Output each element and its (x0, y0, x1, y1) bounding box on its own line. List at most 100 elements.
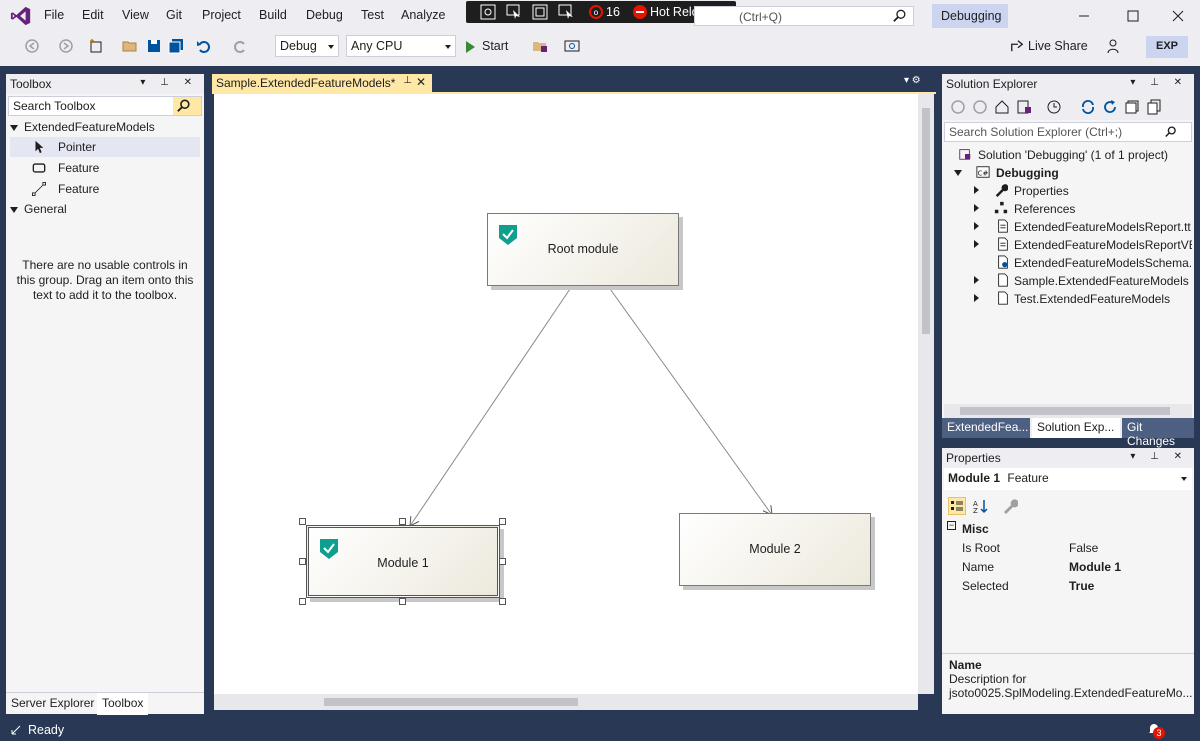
menu-git[interactable]: Git (166, 8, 182, 22)
tree-report-tt[interactable]: ExtendedFeatureModelsReport.tt (946, 218, 1192, 236)
property-category-misc[interactable]: − Misc (942, 520, 1194, 539)
toolbox-search-button[interactable] (173, 97, 201, 115)
alphabetical-icon[interactable]: AZ (972, 498, 988, 514)
tab-git-changes[interactable]: Git Changes (1122, 418, 1194, 448)
selection-handle[interactable] (499, 598, 506, 605)
forward-icon[interactable] (972, 99, 988, 115)
tree-project-debugging[interactable]: C# Debugging (946, 164, 1192, 182)
toolbox-item-feature[interactable]: Feature (10, 158, 200, 178)
tab-solution-explorer[interactable]: Solution Exp... (1032, 418, 1120, 438)
menu-file[interactable]: File (44, 8, 65, 22)
node-module-1[interactable]: Module 1 (306, 525, 500, 598)
save-icon[interactable] (146, 38, 162, 54)
close-tab-icon[interactable]: ✕ (415, 75, 426, 89)
new-project-icon[interactable] (88, 38, 104, 54)
tree-solution[interactable]: Solution 'Debugging' (1 of 1 project) (946, 146, 1192, 164)
document-tab[interactable]: Sample.ExtendedFeatureModels* ⊥ ✕ (212, 74, 432, 92)
show-all-files-icon[interactable] (1146, 99, 1162, 115)
save-all-icon[interactable] (168, 38, 184, 54)
collapsed-arrow-icon[interactable] (974, 240, 979, 248)
quick-launch-search[interactable]: (Ctrl+Q) (694, 6, 914, 26)
menu-project[interactable]: Project (202, 8, 241, 22)
property-pages-wrench-icon[interactable] (1002, 498, 1018, 514)
tab-toolbox[interactable]: Toolbox (97, 693, 149, 715)
horizontal-scrollbar[interactable] (214, 694, 918, 710)
node-module-2[interactable]: Module 2 (679, 513, 871, 586)
scroll-thumb[interactable] (922, 108, 930, 334)
feedback-person-icon[interactable] (1106, 38, 1122, 54)
solution-configuration-select[interactable]: Debug (275, 35, 339, 57)
categorized-icon[interactable] (948, 497, 966, 515)
process-gear-icon[interactable] (480, 4, 496, 20)
toolbox-search-input[interactable]: Search Toolbox (8, 96, 202, 116)
vertical-scrollbar[interactable] (918, 94, 934, 694)
selection-handle[interactable] (399, 598, 406, 605)
sync-icon[interactable] (1080, 99, 1096, 115)
property-row-selected[interactable]: Selected True (942, 577, 1194, 596)
home-icon[interactable] (994, 99, 1010, 115)
tree-properties[interactable]: Properties (946, 182, 1192, 200)
property-value[interactable]: Module 1 (1069, 560, 1122, 574)
hot-reload-stop-icon[interactable] (632, 4, 648, 20)
back-icon[interactable] (950, 99, 966, 115)
undo-icon[interactable] (196, 38, 212, 54)
tab-server-explorer[interactable]: Server Explorer (11, 696, 95, 710)
document-well-controls[interactable]: ▾ ⚙ (904, 75, 921, 86)
collapsed-arrow-icon[interactable] (974, 276, 979, 284)
collapsed-arrow-icon[interactable] (974, 222, 979, 230)
screenshot-icon[interactable] (564, 38, 580, 54)
minimize-icon[interactable] (1076, 8, 1092, 24)
menu-analyze[interactable]: Analyze (401, 8, 446, 22)
toolbox-item-feature-connector[interactable]: Feature (10, 179, 200, 199)
design-surface[interactable]: Root module Module 1 Module 2 (214, 94, 918, 694)
solution-folder-icon[interactable] (532, 38, 548, 54)
switch-views-icon[interactable] (1016, 99, 1032, 115)
tree-schema-xsd[interactable]: ExtendedFeatureModelsSchema.xsd (946, 254, 1192, 272)
menu-build[interactable]: Build (259, 8, 287, 22)
track-focus-icon[interactable] (558, 4, 574, 20)
menu-edit[interactable]: Edit (82, 8, 104, 22)
maximize-icon[interactable] (1125, 8, 1141, 24)
refresh-icon[interactable] (1102, 99, 1118, 115)
menu-test[interactable]: Test (361, 8, 384, 22)
tree-test-model[interactable]: Test.ExtendedFeatureModels (946, 290, 1192, 308)
tree-reportvb-tt[interactable]: ExtendedFeatureModelsReportVB.tt (946, 236, 1192, 254)
collapse-all-icon[interactable] (1124, 99, 1140, 115)
pane-window-controls[interactable]: ▾ ⊥ ✕ (1130, 77, 1188, 88)
pin-icon[interactable]: ⊥ (403, 75, 412, 86)
selection-handle[interactable] (299, 558, 306, 565)
property-value[interactable]: False (1069, 541, 1099, 555)
node-root-module[interactable]: Root module (487, 213, 679, 286)
selection-handle[interactable] (299, 598, 306, 605)
navigate-back-icon[interactable] (24, 38, 40, 54)
tab-extended-feature[interactable]: ExtendedFea... (942, 418, 1030, 438)
solution-explorer-search-input[interactable]: Search Solution Explorer (Ctrl+;) (944, 122, 1192, 142)
solution-platform-select[interactable]: Any CPU (346, 35, 456, 57)
scroll-thumb[interactable] (960, 407, 1170, 415)
collapse-category-icon[interactable]: − (947, 520, 956, 530)
toolbox-group-extendedfeaturemodels[interactable]: ExtendedFeatureModels (10, 120, 155, 134)
toolbox-group-general[interactable]: General (10, 202, 67, 216)
property-value[interactable]: True (1069, 579, 1095, 593)
collapsed-arrow-icon[interactable] (974, 186, 979, 194)
collapsed-arrow-icon[interactable] (974, 294, 979, 302)
expanded-arrow-icon[interactable] (954, 170, 962, 176)
tree-references[interactable]: References (946, 200, 1192, 218)
pane-window-controls[interactable]: ▾ ⊥ ✕ (1130, 451, 1188, 462)
menu-debug[interactable]: Debug (306, 8, 343, 22)
selection-handle[interactable] (399, 518, 406, 525)
exp-badge[interactable]: EXP (1146, 36, 1188, 58)
collapsed-arrow-icon[interactable] (974, 204, 979, 212)
property-row-name[interactable]: Name Module 1 (942, 558, 1194, 577)
connector-root-to-module2[interactable] (607, 285, 772, 515)
live-share-button[interactable]: Live Share (1010, 39, 1088, 53)
display-adorners-icon[interactable] (532, 4, 548, 20)
navigate-forward-icon[interactable] (58, 38, 74, 54)
close-window-icon[interactable] (1170, 8, 1186, 24)
select-element-icon[interactable] (506, 4, 522, 20)
selection-handle[interactable] (499, 518, 506, 525)
visual-studio-logo-icon[interactable] (10, 5, 32, 27)
properties-object-select[interactable]: Module 1 Feature (944, 468, 1192, 490)
toolbox-empty-message[interactable]: There are no usable controls in this gro… (16, 258, 194, 302)
tree-sample-model[interactable]: Sample.ExtendedFeatureModels (946, 272, 1192, 290)
